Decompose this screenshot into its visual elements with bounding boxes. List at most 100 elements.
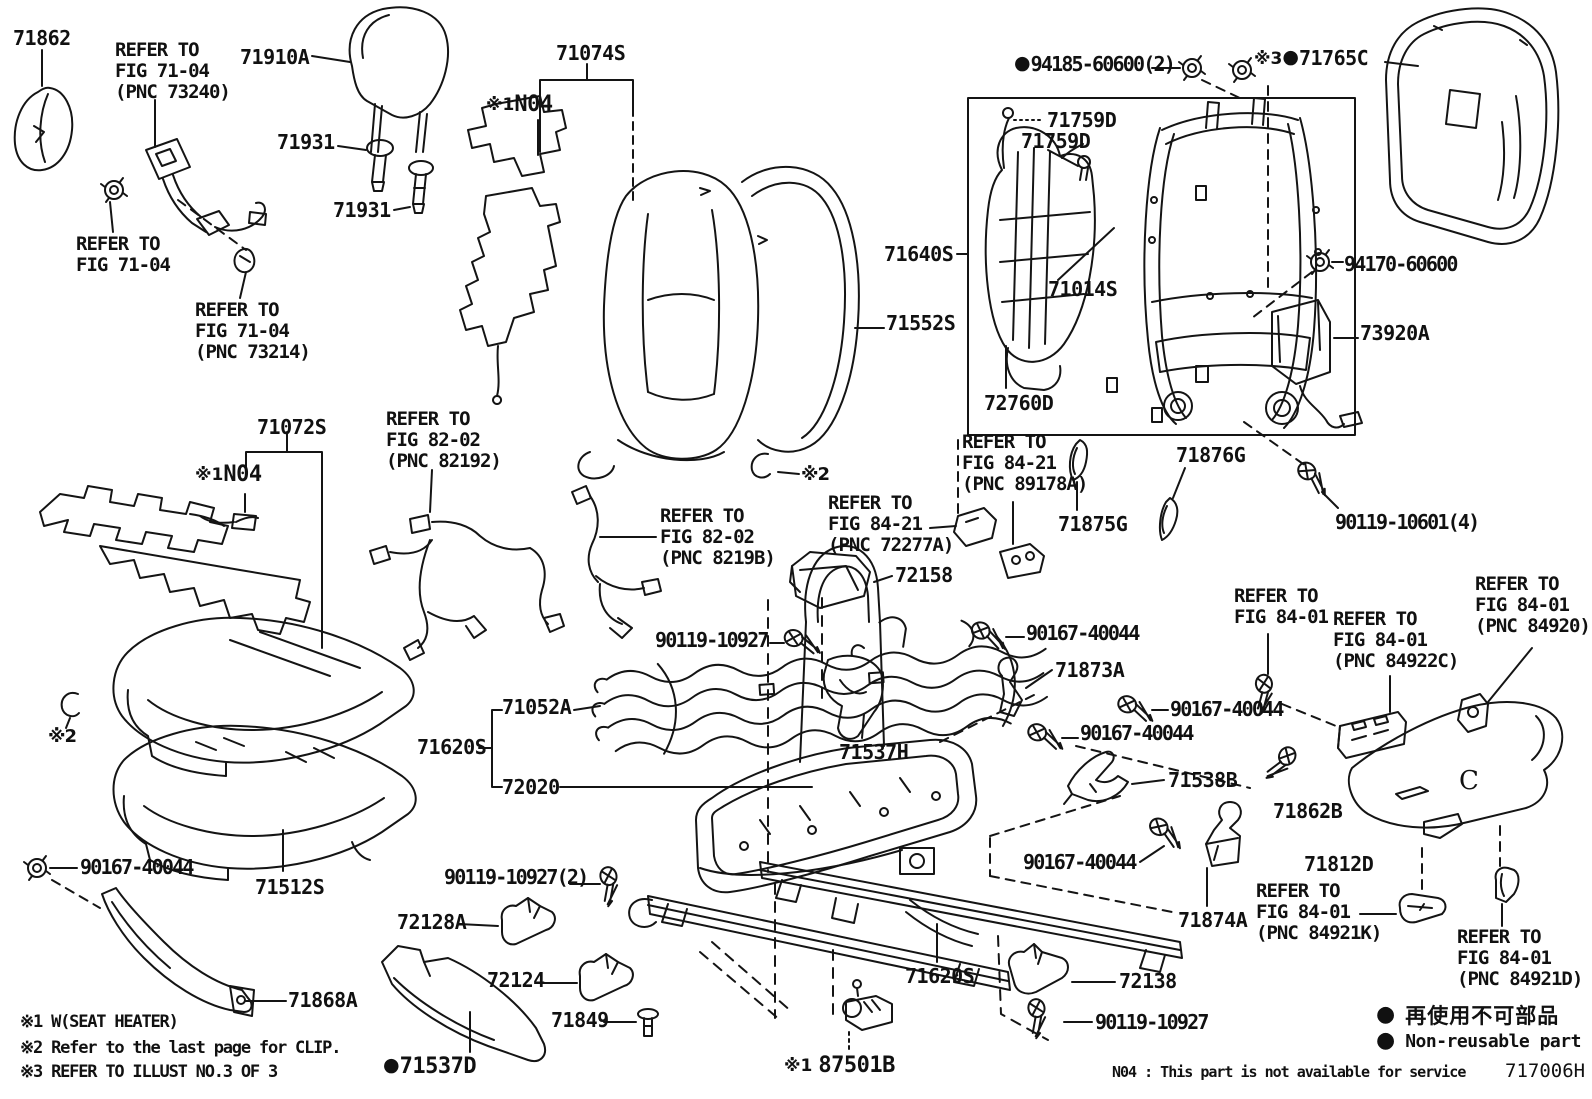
clip-72138-outline [1008,943,1069,995]
leader-10601 [1321,491,1339,509]
refer-line: REFER TO [1333,608,1418,630]
part-label-72138: 72138 [1119,969,1177,993]
headrest-outline [348,6,450,153]
part-label-72124: 72124 [487,968,545,992]
seatbelt-buckle-outline [145,138,267,236]
part-label-71537D: ● 71537D [383,1054,477,1079]
figure-code: 717006H [1505,1060,1586,1082]
dash-90167bl [51,879,101,909]
leader-71537H [861,713,865,739]
shield-c-marking: C [1459,766,1479,796]
leader-refer-7104b [109,201,114,233]
refer-line: FIG 84-01 [1457,947,1552,969]
refer-line: (PNC 72277A) [828,534,954,556]
wire-harness-8219B-outline [571,485,662,639]
refer-line: REFER TO [1475,573,1560,595]
leader-71931b [393,206,411,211]
label-bracket-71074S [539,63,634,201]
heater-connector-outline [199,513,257,531]
refer-line: FIG 84-01 [1234,606,1329,628]
part-label-71931a: 71931 [277,130,335,154]
dash-sw2 [1075,745,1251,789]
leader-90167d [1139,845,1165,863]
dash-74A-1 [989,795,1121,837]
seatback-frame-outline [1106,97,1322,429]
footnote-1: ※1 W(SEAT HEATER) [20,1012,179,1032]
part-label-71849: 71849 [551,1008,609,1032]
part-label-71876G: 71876G [1176,443,1246,467]
leader-71876G [1172,467,1186,499]
refer-line: (PNC 82192) [386,450,502,472]
refer-line: (PNC 84922C) [1333,650,1459,672]
part-label-71537H: 71537H [839,740,909,764]
refer-note-82192: REFER TO FIG 82-02 (PNC 82192) [386,409,502,472]
part-label-90167a: 90167-40044 [1026,621,1140,645]
part-label-90167b: 90167-40044 [1170,697,1284,721]
part-label-71759Da: 71759D [1047,108,1117,132]
occupant-sensor-outline [1271,299,1363,429]
assembly-box [967,97,1356,436]
refer-line: REFER TO [962,431,1047,453]
seat-shield-outline [1347,701,1564,839]
part-label-71873A: 71873A [1055,658,1125,682]
part-label-90119-10927-2: 90119-10927(2) [444,865,589,889]
clip-84921D-outline [1494,866,1520,903]
refer-line: REFER TO [115,39,200,61]
refer-note-8401a: REFER TO FIG 84-01 [1234,586,1329,628]
bracket-71537H-outline [822,644,884,740]
leader-referJ [1487,647,1533,703]
cushion-cover-outline [112,724,417,881]
bracket-71873A-outline [997,656,1023,717]
clip-hook-mid [750,452,771,479]
n04-code: N04 [223,462,262,487]
refer-line: (PNC 73240) [115,81,231,103]
refer-line: (PNC 84921D) [1457,968,1583,990]
leader-referF [929,525,957,529]
refer-note-7104: REFER TO FIG 71-04 [76,233,171,276]
part-label-72158: 72158 [895,563,953,587]
cushion-pad-outline [112,616,415,777]
dash-bl2 [711,941,793,1013]
ref-marker-1: ※1 [195,465,224,485]
refer-line: FIG 84-21 [962,452,1057,474]
seatback-cover-outline [577,170,768,480]
part-label-73920A: 73920A [1360,321,1430,345]
leader-referD [429,469,433,513]
motor-87501B-outline [842,979,893,1031]
refer-line: REFER TO [76,233,161,255]
part-label-90119-10927b: 90119-10927 [1095,1010,1209,1034]
legend-nonreusable-en: ● Non-reusable part [1376,1030,1581,1052]
part-number: 87501B [818,1053,895,1078]
part-label-71759Db: 71759D [1021,129,1091,153]
part-label-71538B: 71538B [1168,768,1238,792]
leader-71931a [337,145,367,151]
dash-74A-3 [989,875,1173,913]
part-label-87501B: ※1 87501B [784,1053,895,1078]
headrest-cover-outline [13,86,74,172]
part-number: 71537D [399,1054,477,1079]
seat-rail-outline [628,847,1183,991]
part-label-71552S: 71552S [886,311,956,335]
legend-nonreusable-jp: ● 再使用不可部品 [1376,1000,1559,1030]
refer-line: FIG 71-04 [115,60,210,82]
part-label-71620S: 71620S [417,735,487,759]
belt-anchor-outline [953,507,1045,579]
part-label-71052A: 71052A [502,695,572,719]
part-label-71074S: 71074S [556,41,626,65]
part-label-71072S: 71072S [257,415,327,439]
refer-line: REFER TO [1457,926,1542,948]
refer-line: FIG 84-01 [1333,629,1428,651]
clip-hook-left [60,692,80,729]
refer-note-89178A: REFER TO FIG 84-21 (PNC 89178A) [962,431,1088,495]
part-label-71910A: 71910A [240,45,310,69]
part-label-94170-60600: 94170-60600 [1344,252,1458,276]
lumbar-support-outline [984,107,1096,391]
headrest-support-2 [408,160,434,214]
belt-guide-72158-outline [789,551,871,609]
dash-box-bolt [1243,421,1307,467]
part-label-90119-10927a: 90119-10927 [655,628,769,652]
dash-bl1 [699,951,781,1021]
label-bracket-71620S [478,709,503,788]
cushion-shield-71868A-outline [101,887,255,1017]
